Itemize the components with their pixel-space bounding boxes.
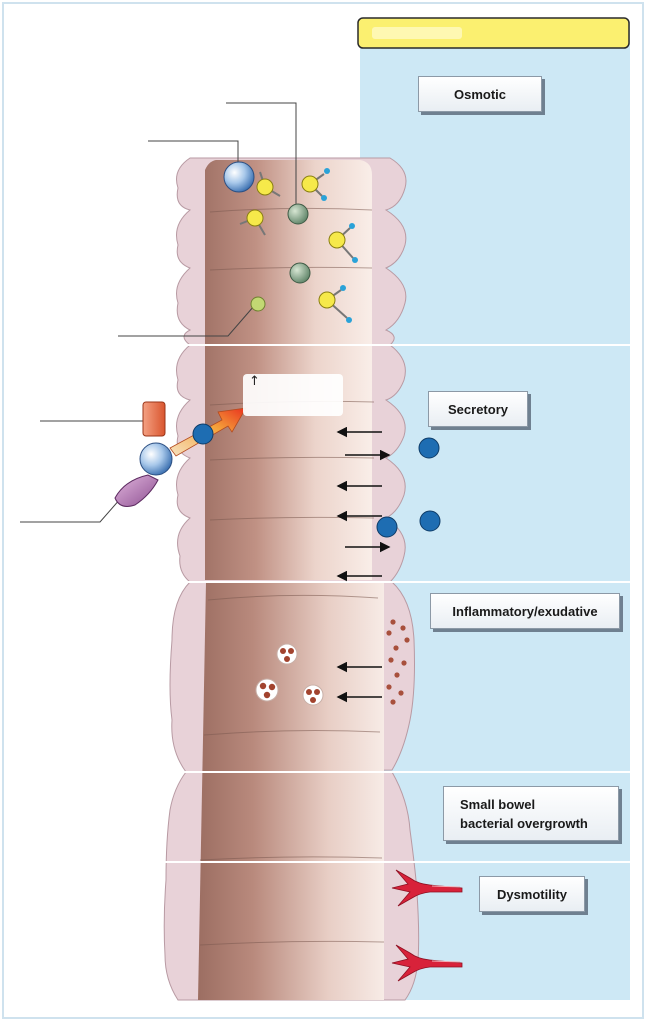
- solute-yellow: [328, 231, 346, 249]
- inflammatory-cell: [255, 678, 279, 702]
- nerve-icon: [391, 869, 463, 907]
- large-solute-blue: [223, 161, 255, 193]
- inflammatory-cell: [302, 684, 324, 706]
- toxin-icon: [114, 474, 159, 507]
- ion: [192, 423, 214, 445]
- increase-symbol: ↑: [249, 374, 260, 389]
- label-secretory: Secretory: [428, 391, 528, 427]
- solute-green: [287, 203, 309, 225]
- solute-yellow: [301, 175, 319, 193]
- label-small-bowel-bacterial-overgrowth: Small bowel bacterial overgrowth: [443, 786, 619, 841]
- receptor: [142, 401, 166, 437]
- inflammatory-elements: [255, 619, 410, 706]
- label-dysmotility: Dysmotility: [479, 876, 585, 912]
- lumen-upper: [205, 160, 372, 580]
- solute-green: [289, 262, 311, 284]
- header-bar-blur: [372, 27, 462, 39]
- ion: [418, 437, 440, 459]
- osmotic-solutes: [223, 161, 358, 323]
- label-inflammatory-exudative: Inflammatory/exudative: [430, 593, 620, 629]
- section-dividers: [165, 344, 630, 863]
- solute-yellow: [318, 291, 336, 309]
- secretory-elements: [114, 374, 441, 582]
- solute-yellow: [246, 209, 264, 227]
- label-osmotic: Osmotic: [418, 76, 542, 112]
- ion: [419, 510, 441, 532]
- inflammatory-cell: [276, 643, 298, 665]
- ion: [376, 516, 398, 538]
- solute-small-green: [250, 296, 266, 312]
- header-bar: [357, 17, 630, 49]
- ligand-sphere: [139, 442, 173, 476]
- nerve-icon: [391, 944, 463, 982]
- solute-yellow: [256, 178, 274, 196]
- exudate-dots: [386, 619, 410, 705]
- second-messenger-box: [243, 374, 343, 416]
- dysmotility-elements: [391, 869, 463, 982]
